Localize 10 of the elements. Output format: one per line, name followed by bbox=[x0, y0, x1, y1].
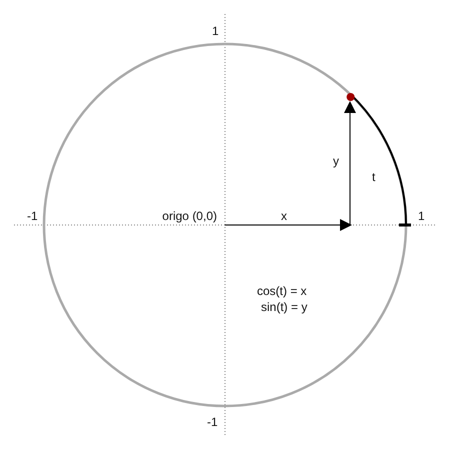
axis-label: 1 bbox=[212, 24, 219, 38]
axis-label: -1 bbox=[207, 415, 218, 429]
origin-label: origo (0,0) bbox=[162, 209, 217, 223]
axis-label: -1 bbox=[27, 209, 38, 223]
variable-label: y bbox=[333, 154, 339, 168]
formula-text: cos(t) = x bbox=[257, 284, 307, 298]
formula-text: sin(t) = y bbox=[261, 300, 308, 314]
axis-label: 1 bbox=[418, 209, 425, 223]
variable-label: x bbox=[281, 209, 287, 223]
variable-label: t bbox=[372, 170, 376, 184]
